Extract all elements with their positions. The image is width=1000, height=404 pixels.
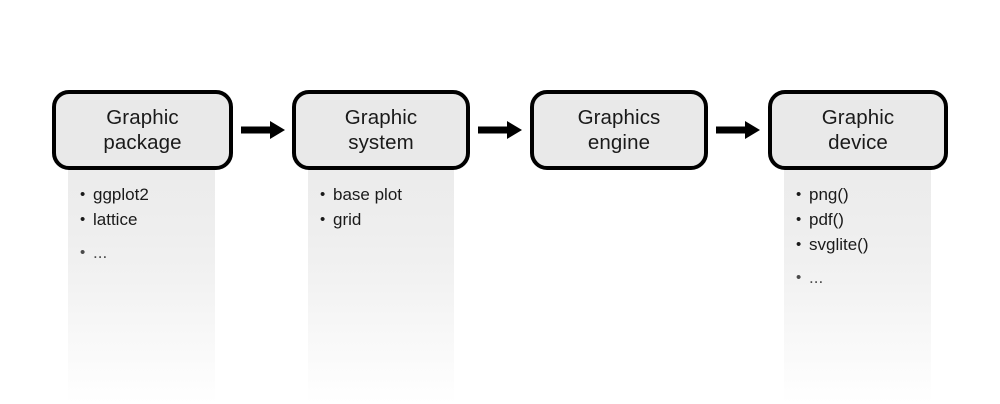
stage-title: Graphics engine <box>577 106 661 154</box>
bullet-list-graphic-system: base plot grid <box>308 182 454 232</box>
list-item: ggplot2 <box>80 182 215 207</box>
stage-box-graphic-package[interactable]: Graphic package <box>52 90 233 170</box>
list-item: ... <box>796 265 931 290</box>
stage-graphics-engine: Graphics engine <box>530 90 708 170</box>
stage-graphic-device: png() pdf() svglite() ... Graphic device <box>768 90 948 404</box>
stage-title: Graphic package <box>103 106 182 154</box>
stage-title: Graphic system <box>344 106 418 154</box>
list-item: pdf() <box>796 207 931 232</box>
list-item: ... <box>80 240 215 265</box>
arrow-right-icon <box>478 121 522 139</box>
list-item: svglite() <box>796 232 931 257</box>
stage-graphic-package: ggplot2 lattice ... Graphic package <box>52 90 233 404</box>
stage-box-graphics-engine[interactable]: Graphics engine <box>530 90 708 170</box>
arrow-right-icon <box>241 121 285 139</box>
list-item: png() <box>796 182 931 207</box>
stage-list-panel-graphic-system: base plot grid <box>308 168 454 404</box>
list-item: base plot <box>320 182 454 207</box>
stage-title: Graphic device <box>821 106 895 154</box>
list-item: lattice <box>80 207 215 232</box>
stage-box-graphic-system[interactable]: Graphic system <box>292 90 470 170</box>
stage-list-panel-graphic-package: ggplot2 lattice ... <box>68 168 215 404</box>
bullet-list-graphic-package: ggplot2 lattice ... <box>68 182 215 265</box>
stage-graphic-system: base plot grid Graphic system <box>292 90 470 404</box>
arrow-right-icon <box>716 121 760 139</box>
stage-box-graphic-device[interactable]: Graphic device <box>768 90 948 170</box>
bullet-list-graphic-device: png() pdf() svglite() ... <box>784 182 931 290</box>
stage-list-panel-graphic-device: png() pdf() svglite() ... <box>784 168 931 404</box>
list-item: grid <box>320 207 454 232</box>
